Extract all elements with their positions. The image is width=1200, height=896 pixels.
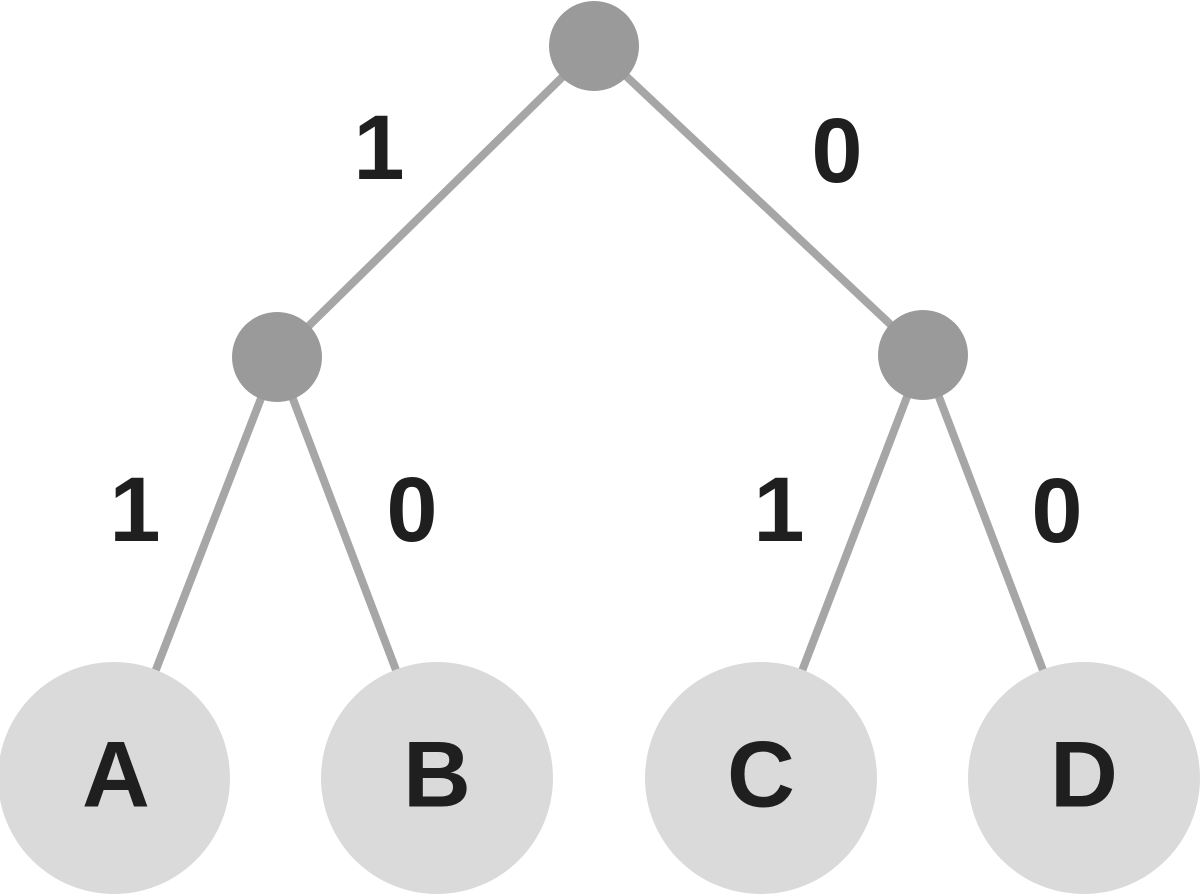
- edge-label-left-a: 1: [109, 459, 160, 561]
- leaf-node-a: [0, 662, 230, 894]
- internal-nodes: [232, 1, 968, 402]
- leaf-label-b: B: [403, 722, 471, 827]
- edge-label-root-right: 0: [811, 100, 862, 202]
- edge-root-to-right-internal: [591, 43, 926, 358]
- edge-label-right-d: 0: [1031, 460, 1082, 562]
- right-internal-node: [878, 310, 968, 400]
- leaf-labels: A B C D: [82, 722, 1118, 827]
- leaf-node-b: [321, 662, 553, 894]
- leaf-label-a: A: [82, 722, 150, 827]
- leaf-label-d: D: [1050, 722, 1118, 827]
- left-internal-node: [232, 312, 322, 402]
- leaf-label-c: C: [727, 722, 795, 827]
- leaf-node-c: [645, 662, 877, 894]
- edge-label-left-b: 0: [386, 459, 437, 561]
- edge-root-to-left-internal: [274, 43, 597, 360]
- edge-labels: 1 0 1 0 1 0: [109, 97, 1082, 562]
- edge-lines: [110, 43, 1088, 780]
- edge-label-root-left: 1: [353, 97, 404, 199]
- root-node: [549, 1, 639, 91]
- leaf-nodes: [0, 662, 1200, 894]
- edge-label-right-c: 1: [753, 459, 804, 561]
- leaf-node-d: [968, 662, 1200, 894]
